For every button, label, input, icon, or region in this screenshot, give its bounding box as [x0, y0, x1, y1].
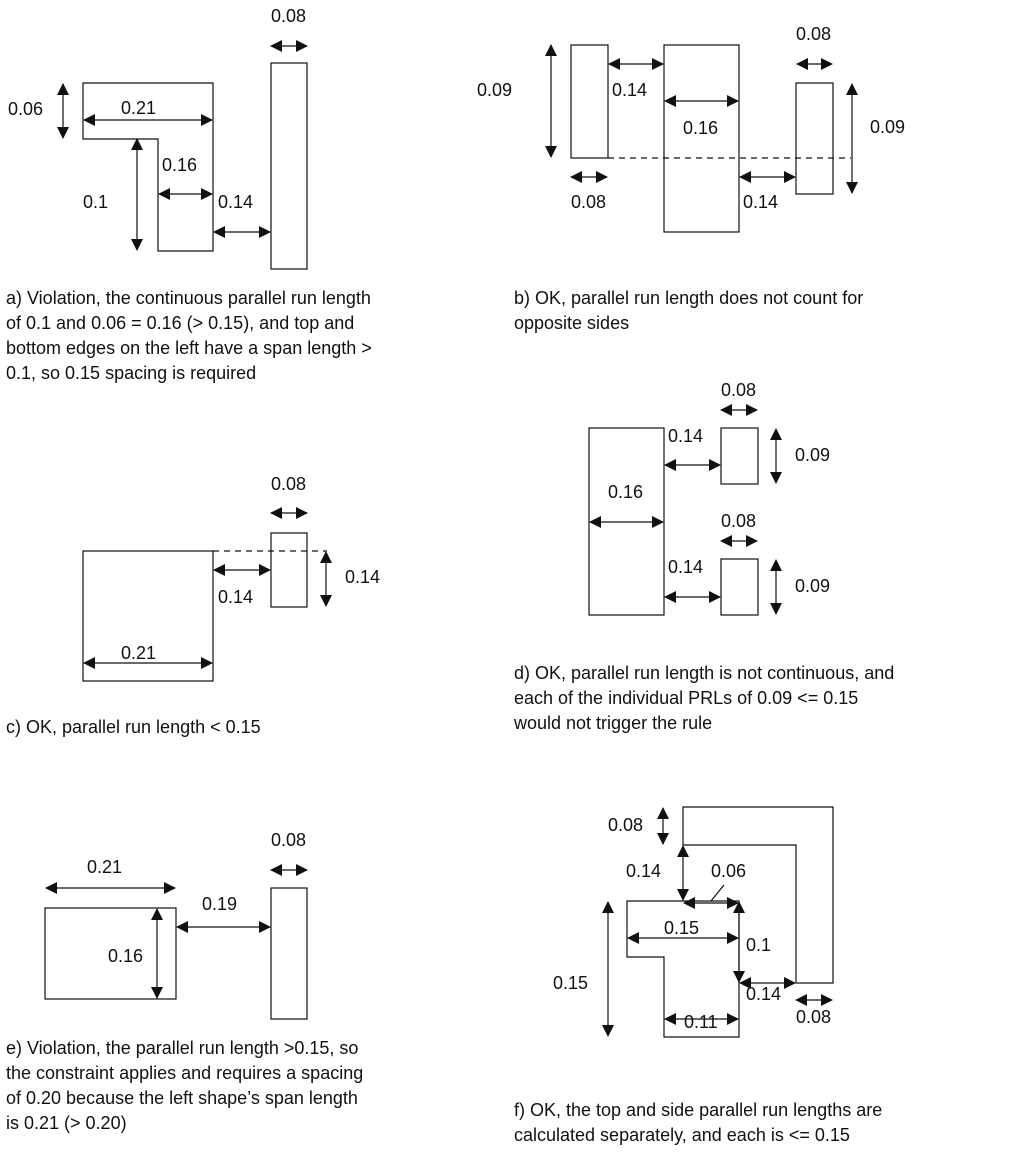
label-c-h-right: 0.14 [345, 567, 380, 587]
label-d-w-left: 0.16 [608, 482, 643, 502]
label-a-w-right: 0.08 [271, 6, 306, 26]
middle-bar [663, 44, 740, 233]
caption-c: c) OK, parallel run length < 0.15 [6, 717, 261, 737]
label-a-h-stem: 0.1 [83, 192, 108, 212]
left-square [82, 550, 214, 682]
label-f-h-notch: 0.1 [746, 935, 771, 955]
label-a-spacing: 0.14 [218, 192, 253, 212]
right-bar [795, 82, 834, 195]
label-f-w-stem: 0.11 [684, 1012, 718, 1032]
caption-e: e) Violation, the parallel run length >0… [6, 1038, 364, 1133]
label-e-spacing: 0.19 [202, 894, 237, 914]
label-d-h-bottom: 0.09 [795, 576, 830, 596]
label-b-w-left: 0.08 [571, 192, 606, 212]
inverted-l-shape [682, 806, 834, 984]
label-d-h-top: 0.09 [795, 445, 830, 465]
left-bar [570, 44, 609, 159]
panel-b [545, 44, 858, 233]
label-b-w-middle: 0.16 [683, 118, 718, 138]
label-b-h-left: 0.09 [477, 80, 512, 100]
label-e-w-left: 0.21 [87, 857, 122, 877]
label-d-w-top: 0.08 [721, 380, 756, 400]
l-shape [82, 82, 214, 252]
panel-d [588, 404, 782, 616]
panel-a [57, 40, 308, 270]
label-f-spacing-side: 0.14 [746, 984, 781, 1004]
label-d-spacing-top: 0.14 [668, 426, 703, 446]
label-f-h-top: 0.08 [608, 815, 643, 835]
label-e-h-left: 0.16 [108, 946, 143, 966]
label-f-spacing-top: 0.14 [626, 861, 661, 881]
right-bar [270, 532, 308, 608]
label-d-w-bottom: 0.08 [721, 511, 756, 531]
panel-e [44, 864, 308, 1020]
label-b-spacing-right: 0.14 [743, 192, 778, 212]
caption-a: a) Violation, the continuous parallel ru… [6, 288, 372, 383]
panel-f [602, 806, 834, 1038]
top-right-bar [720, 427, 759, 485]
label-d-spacing-bottom: 0.14 [668, 557, 703, 577]
label-c-spacing: 0.14 [218, 587, 253, 607]
label-f-w-right: 0.08 [796, 1007, 831, 1027]
leader-w-notch [710, 884, 725, 902]
label-f-w-notch: 0.06 [711, 861, 746, 881]
label-f-h-total: 0.15 [553, 973, 588, 993]
right-bar [270, 887, 308, 1020]
caption-d: d) OK, parallel run length is not contin… [514, 663, 895, 733]
label-b-spacing-left: 0.14 [612, 80, 647, 100]
label-e-w-right: 0.08 [271, 830, 306, 850]
label-a-h-top: 0.06 [8, 99, 43, 119]
label-a-w-top: 0.21 [121, 98, 156, 118]
label-a-w-stem: 0.16 [162, 155, 197, 175]
label-c-w-left: 0.21 [121, 643, 156, 663]
label-b-w-right: 0.08 [796, 24, 831, 44]
right-bar [270, 62, 308, 270]
bottom-right-bar [720, 558, 759, 616]
caption-b: b) OK, parallel run length does not coun… [514, 288, 864, 333]
label-f-w-top: 0.15 [664, 918, 699, 938]
label-c-w-right: 0.08 [271, 474, 306, 494]
left-rect [44, 907, 177, 1000]
label-b-h-right: 0.09 [870, 117, 905, 137]
panel-c [82, 507, 332, 682]
caption-f: f) OK, the top and side parallel run len… [514, 1100, 883, 1145]
